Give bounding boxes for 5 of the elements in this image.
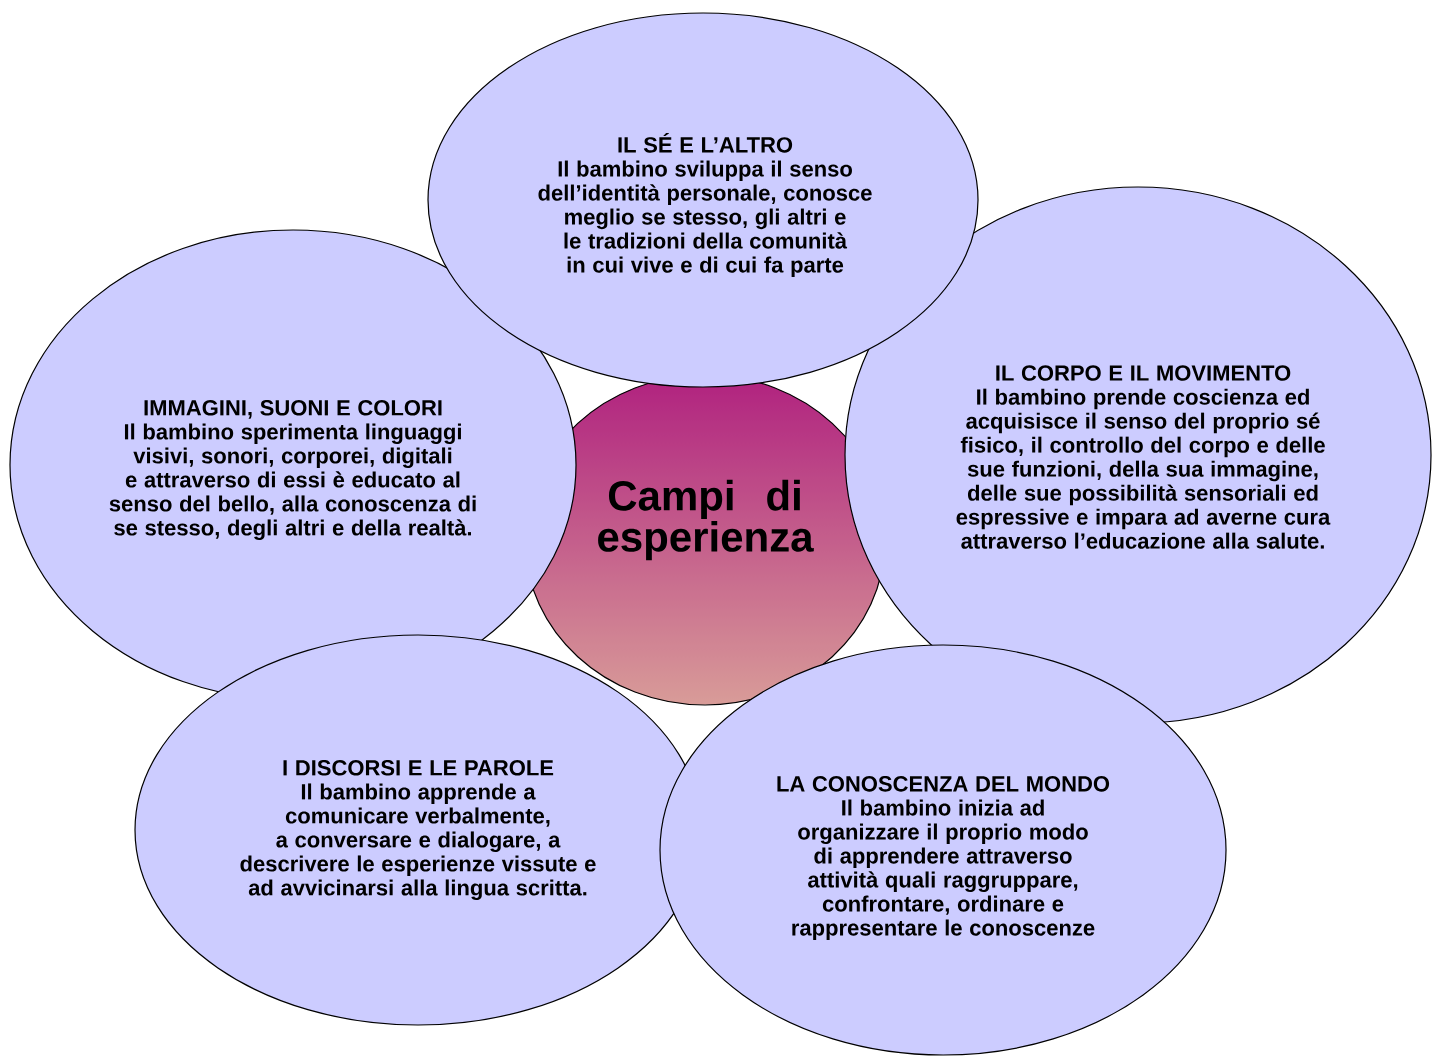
ellipse-bubble: LA CONOSCENZA DEL MONDO Il bambino inizia ad organizzare il proprio modo di apprendere attraverso attività quali raggruppare, confrontare, ordinare e rappresentare le conoscenze <box>659 644 1227 1056</box>
ellipse-bubble: I DISCORSI E LE PAROLE Il bambino apprende a comunicare verbalmente, a conversare e dialogare, a descrivere le esperienze vissute e ad avvicinarsi alla lingua scritta. <box>134 634 702 1026</box>
node-label: IL CORPO E IL MOVIMENTO <box>996 365 1291 381</box>
node-label: Il bambino prende coscienza ed acquisisce il senso del proprio sé fisico, il controllo del corpo e delle sue funzioni, della sua immagine, delle sue possibilità sensoriali ed espressive e impara ad averne cura attraverso l’educazione alla salute. <box>956 388 1331 549</box>
ellipse-bubble: IL SÉ E L’ALTRO Il bambino sviluppa il senso dell’identità personale, conosce meglio se stesso, gli altri e le tradizioni della comunità in cui vive e di cui fa parte <box>427 12 979 388</box>
